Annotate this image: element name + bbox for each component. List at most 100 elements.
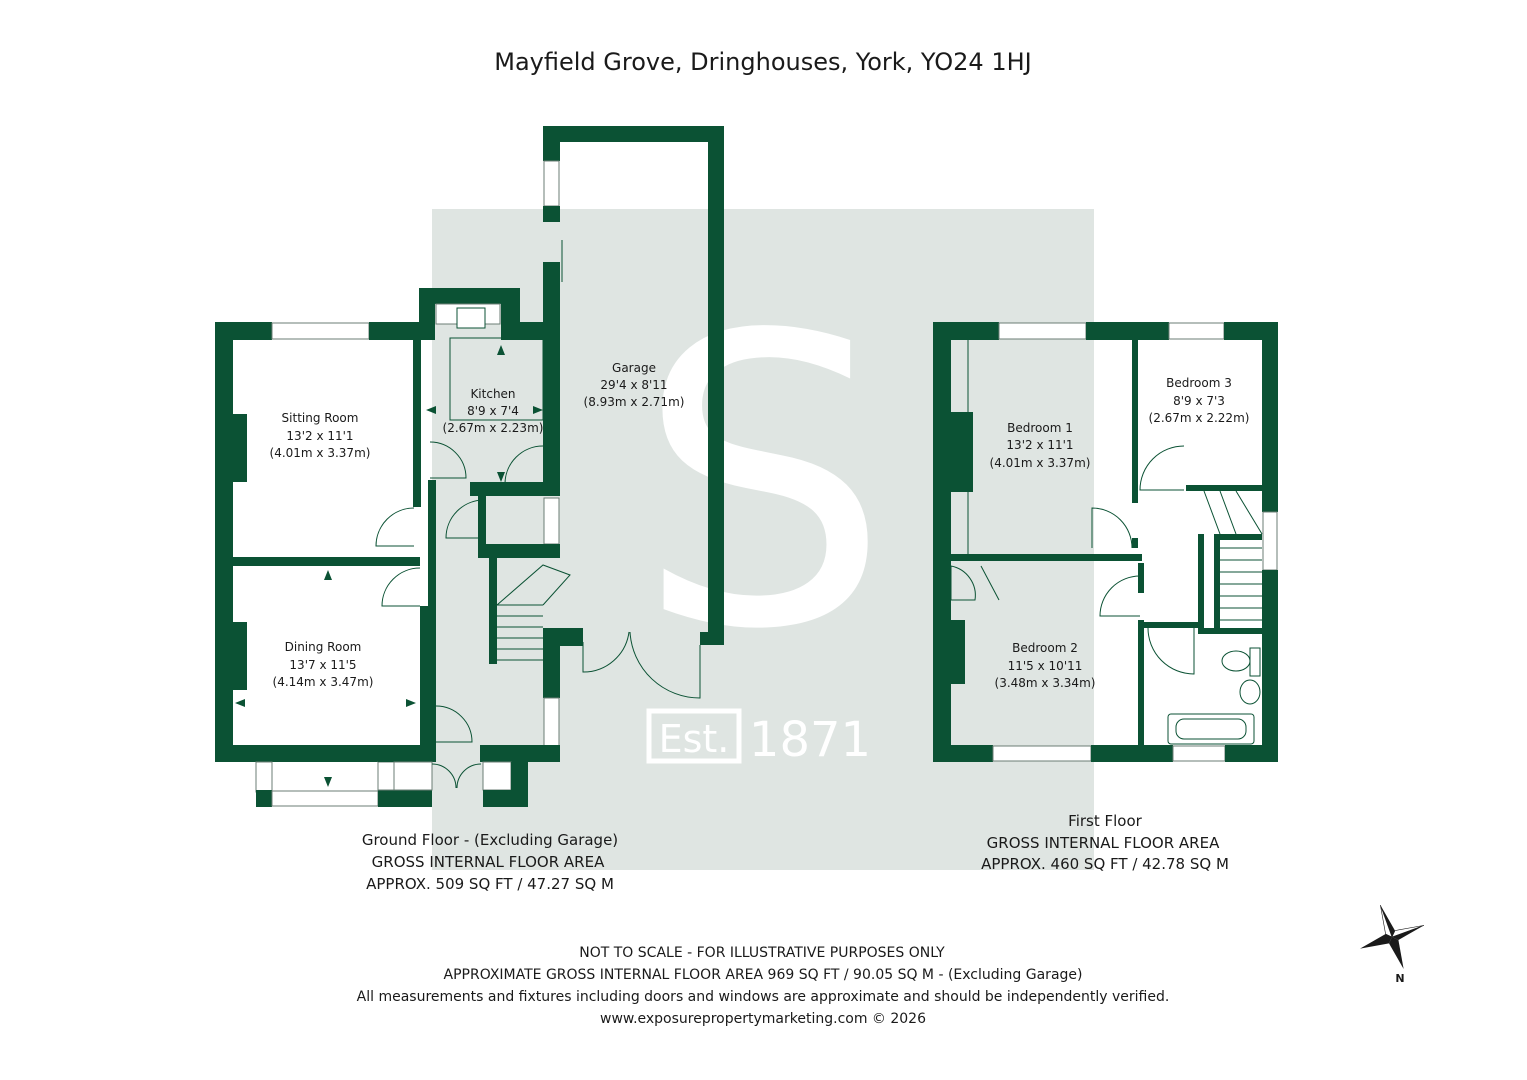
porch-window-right: [482, 761, 512, 791]
kitchen-label: Kitchen 8'9 x 7'4 (2.67m x 2.23m): [443, 387, 544, 435]
sitting-chimney: [233, 414, 247, 482]
svg-text:APPROX. 460 SQ FT / 42.78 SQ M: APPROX. 460 SQ FT / 42.78 SQ M: [981, 855, 1229, 873]
bedroom1-chimney: [951, 412, 973, 492]
arrow-icon: [406, 699, 416, 707]
sitting-wall-top-right: [369, 322, 435, 340]
bay-window-front: [271, 790, 379, 807]
ff-wall-top-mid: [1086, 322, 1169, 340]
garage-wall-top: [543, 126, 724, 142]
garage-door-right-swing: [629, 631, 701, 699]
kitchen-bay-top: [419, 288, 520, 304]
svg-text:29'4 x 8'11: 29'4 x 8'11: [600, 378, 667, 392]
watermark-year: 1871: [749, 712, 871, 768]
bedroom2-door: [1099, 575, 1141, 617]
bathroom-door: [1147, 627, 1195, 675]
bedroom2-window: [992, 745, 1092, 762]
kitchen-wall-bottom: [470, 482, 560, 496]
svg-text:13'7 x 11'5: 13'7 x 11'5: [289, 658, 356, 672]
svg-text:www.exposurepropertymarketing.: www.exposurepropertymarketing.com © 2026: [600, 1011, 926, 1027]
svg-text:(3.48m x 3.34m): (3.48m x 3.34m): [995, 676, 1096, 690]
first-floor-stairs: [1203, 490, 1263, 621]
svg-text:GROSS INTERNAL FLOOR AREA: GROSS INTERNAL FLOOR AREA: [987, 834, 1220, 852]
bath-inner: [1175, 718, 1247, 740]
dining-wall-bottom: [215, 745, 380, 762]
svg-text:Sitting Room: Sitting Room: [282, 411, 359, 425]
bedroom3-window: [1168, 322, 1225, 340]
svg-text:11'5 x 10'11: 11'5 x 10'11: [1008, 659, 1083, 673]
stairs-wall: [489, 558, 497, 664]
toilet-cistern: [1249, 647, 1261, 677]
bedroom2-wall-top: [1138, 563, 1144, 593]
svg-text:(2.67m x 2.23m): (2.67m x 2.23m): [443, 421, 544, 435]
ff-wall-right-bottom: [1262, 570, 1278, 762]
arrow-icon: [497, 472, 505, 482]
cupboard-wall-left: [478, 496, 486, 558]
bedroom-2-label: Bedroom 2 11'5 x 10'11 (3.48m x 3.34m): [995, 641, 1096, 690]
bay-corner-right: [378, 790, 432, 807]
svg-text:(8.93m x 2.71m): (8.93m x 2.71m): [584, 395, 685, 409]
watermark-est-box: [646, 708, 742, 764]
svg-text:APPROXIMATE GROSS INTERNAL FLO: APPROXIMATE GROSS INTERNAL FLOOR AREA 96…: [444, 967, 1083, 983]
svg-text:Bedroom 2: Bedroom 2: [1012, 641, 1078, 655]
front-double-door: [431, 763, 482, 789]
kitchen-hall-door: [429, 441, 467, 479]
svg-text:(2.67m x 2.22m): (2.67m x 2.22m): [1149, 411, 1250, 425]
svg-text:Bedroom 3: Bedroom 3: [1166, 376, 1232, 390]
arrow-icon: [426, 406, 436, 414]
bathroom-wall-top: [1140, 622, 1204, 628]
bedroom2-chimney: [951, 620, 965, 684]
porch-wall-right: [511, 762, 528, 807]
porch-wall-bottom: [483, 790, 511, 807]
bathroom-window: [1172, 745, 1226, 762]
garage-window: [543, 160, 560, 207]
ground-floor-plan: Sitting Room 13'2 x 11'1 (4.01m x 3.37m)…: [215, 126, 724, 807]
bedroom2-bathroom-wall: [1138, 620, 1144, 748]
kitchen-wall-top-right: [501, 322, 560, 340]
svg-text:GROSS INTERNAL FLOOR AREA: GROSS INTERNAL FLOOR AREA: [372, 853, 605, 871]
ground-stairs: [496, 564, 571, 661]
watermark-est: Est.: [659, 717, 730, 761]
garage-wall-left-top: [543, 126, 560, 161]
porch-window-left: [393, 761, 433, 791]
bedroom1-door: [1091, 507, 1133, 549]
dining-chimney: [233, 622, 247, 690]
toilet-icon: [1221, 650, 1251, 672]
dining-room-door: [381, 567, 421, 607]
dining-wall-bottom-right: [378, 745, 430, 762]
garage-wall-left-mid: [543, 206, 560, 222]
garage-door-left-swing: [582, 631, 630, 673]
svg-text:8'9 x 7'3: 8'9 x 7'3: [1173, 394, 1225, 408]
watermark-letter: S: [636, 252, 890, 717]
stairwell-bottom: [1198, 628, 1262, 634]
kitchen-sink: [456, 307, 486, 329]
svg-text:8'9 x 7'4: 8'9 x 7'4: [467, 404, 519, 418]
sitting-room-label: Sitting Room 13'2 x 11'1 (4.01m x 3.37m): [270, 411, 371, 460]
arrow-icon: [235, 699, 245, 707]
svg-text:First Floor: First Floor: [1068, 812, 1142, 830]
bedroom1-bedroom2-wall: [951, 554, 1142, 561]
store-window: [543, 497, 560, 545]
garage-wall-right-end: [700, 632, 724, 645]
stairwell-top: [1214, 534, 1262, 540]
svg-text:All measurements and fixtures: All measurements and fixtures including …: [357, 989, 1170, 1005]
ff-wall-bottom-right: [1225, 745, 1278, 762]
basin-icon: [1239, 679, 1261, 705]
svg-text:13'2 x 11'1: 13'2 x 11'1: [286, 429, 353, 443]
first-floor-plan: Bedroom 1 13'2 x 11'1 (4.01m x 3.37m) Be…: [933, 322, 1278, 762]
svg-text:NOT TO SCALE - FOR ILLUSTRATIV: NOT TO SCALE - FOR ILLUSTRATIVE PURPOSES…: [579, 945, 945, 961]
garage-wall-left: [543, 262, 560, 486]
sitting-wall-right: [413, 322, 421, 507]
dining-wall-right: [420, 606, 430, 762]
bedroom1-bedroom3-wall: [1132, 338, 1138, 503]
bedroom1-wall-stub: [1132, 538, 1138, 548]
svg-text:13'2 x 11'1: 13'2 x 11'1: [1006, 438, 1073, 452]
bedroom1-window: [998, 322, 1087, 340]
svg-text:Ground Floor - (Excluding Gara: Ground Floor - (Excluding Garage): [362, 831, 618, 849]
arrow-icon: [324, 777, 332, 787]
watermark-logo: S Est. 1871: [432, 209, 1094, 870]
bay-window-left: [255, 761, 273, 793]
bay-corner-left: [256, 790, 272, 807]
svg-text:(4.01m x 3.37m): (4.01m x 3.37m): [270, 446, 371, 460]
svg-text:APPROX. 509 SQ FT / 47.27 SQ M: APPROX. 509 SQ FT / 47.27 SQ M: [366, 875, 614, 893]
